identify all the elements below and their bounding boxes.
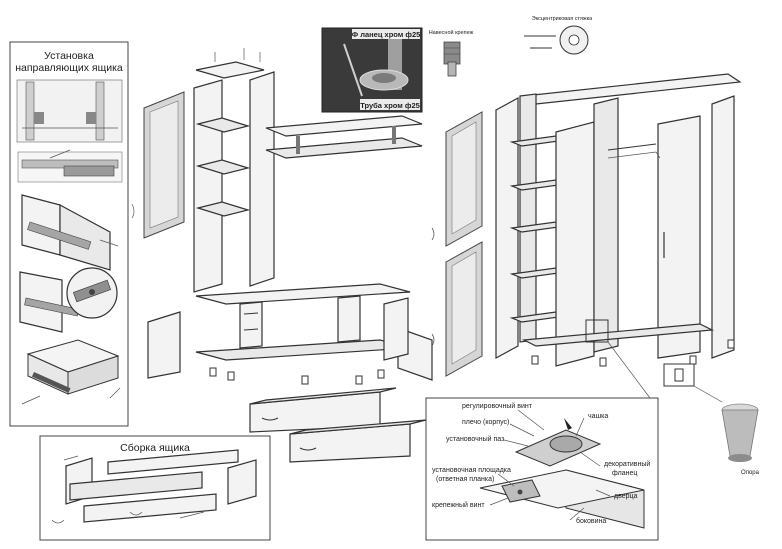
connector-label: Навесной крепеж [429, 29, 474, 36]
hinge-arm-label: плечо (корпус) [462, 419, 509, 426]
hinge-adjust-screw-label: регулировочный винт [462, 402, 533, 410]
guide-step-1 [16, 79, 123, 143]
hinge-door-label: дверца [614, 493, 638, 500]
hinge-detail-panel: регулировочный винт плечо (корпус) устан… [425, 397, 659, 541]
connector-photo: Навесной крепеж [429, 29, 474, 77]
guide-step-4 [19, 267, 118, 333]
center-legs [209, 367, 385, 385]
guide-step-3 [21, 194, 119, 271]
hinge-side-label: боковина [576, 517, 606, 525]
hinge-deco-flange-label: декоративный [604, 460, 650, 468]
hinge-mount-slot-label: установочный паз [446, 435, 504, 443]
guides-title-line2: направляющих ящика [15, 62, 123, 74]
flange-label: Ф ланец хром ф25 [352, 30, 421, 39]
support-leg-photo: Опора [721, 403, 760, 476]
tube-label: Труба хром ф25 [360, 101, 420, 110]
hinge-cup-label: чашка [588, 413, 608, 420]
drawer-assembly-panel: Сборка ящика [39, 435, 271, 541]
center-unit [131, 48, 433, 463]
guide-step-2 [17, 149, 123, 183]
eccentric-label: Эксцентриковая стяжка [532, 16, 593, 22]
hinge-mount-plate2-label: (ответная планка) [436, 476, 494, 483]
guide-step-5-drawer [21, 339, 121, 405]
hinge-deco-flange2-label: фланец [612, 470, 637, 477]
guides-title-line1: Установка [44, 50, 94, 62]
flange-tube-photo: Ф ланец хром ф25 Труба хром ф25 [321, 27, 423, 113]
support-label: Опора [741, 470, 760, 476]
drawer-assembly-title: Сборка ящика [120, 442, 190, 454]
eccentric-coupling-detail: Эксцентриковая стяжка [524, 16, 593, 55]
guides-installation-panel: Установка направляющих ящика [9, 41, 129, 427]
wardrobe-unit [431, 73, 742, 403]
hinge-mount-plate-label: установочная площадка [432, 467, 511, 474]
hinge-fix-screw-label: крепежный винт [432, 501, 485, 509]
